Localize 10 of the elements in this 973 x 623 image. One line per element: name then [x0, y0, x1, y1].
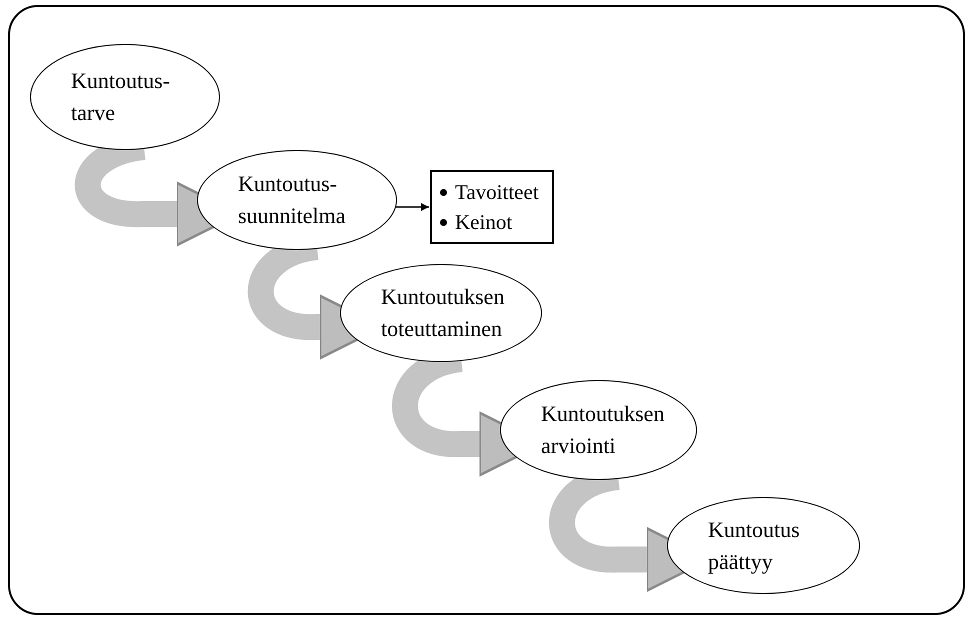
- arrow: [396, 203, 429, 211]
- frame-box: [8, 5, 965, 615]
- step-label: Kuntoutus- suunnitelma: [238, 170, 347, 230]
- step-label: Kuntoutus- tarve: [71, 67, 171, 127]
- list-item: Tavoitteet: [455, 179, 539, 206]
- list-item: Keinot: [455, 209, 512, 236]
- step-label: Kuntoutus päättyy: [708, 516, 801, 576]
- list-box: [430, 170, 554, 244]
- step-label: Kuntoutuksen arviointi: [541, 400, 666, 460]
- step-label: Kuntoutuksen toteuttaminen: [381, 283, 506, 343]
